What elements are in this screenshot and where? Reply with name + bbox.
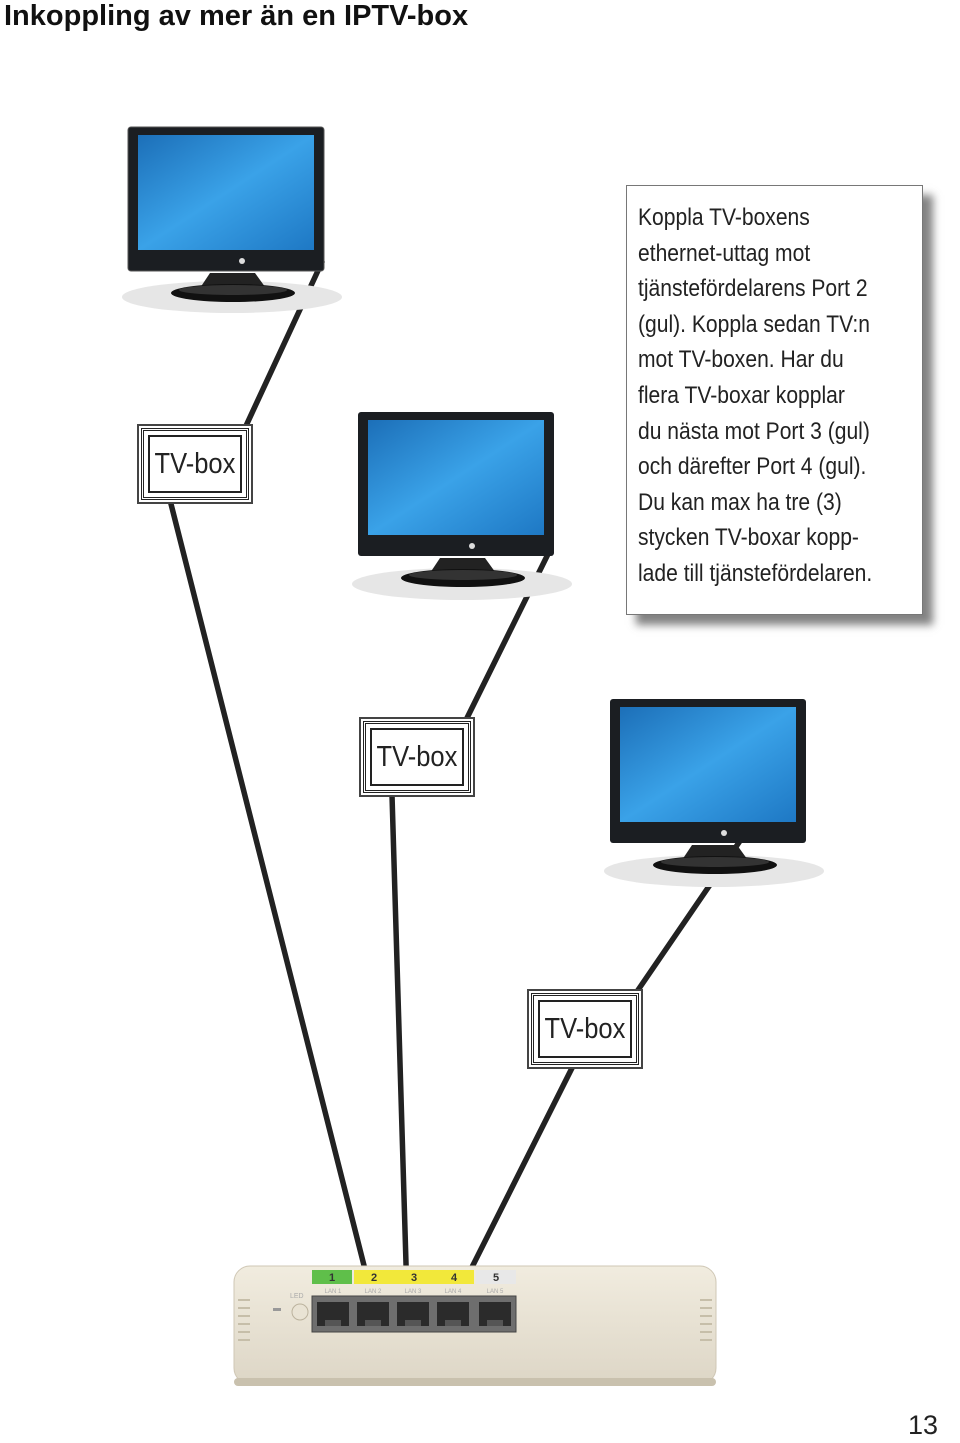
port-number-2: 2 xyxy=(371,1272,377,1284)
port-1-color xyxy=(312,1270,352,1284)
port-4-color xyxy=(434,1270,474,1284)
tv-box-3-frame xyxy=(538,1000,632,1058)
tv-box-1: TV-box xyxy=(141,428,249,500)
cable-box2-to-router xyxy=(389,792,410,1300)
tv-box-2: TV-box xyxy=(363,721,471,793)
page-number: 13 xyxy=(908,1410,939,1440)
port-label-4: LAN 4 xyxy=(445,1289,462,1295)
tv-monitor-1-icon xyxy=(122,126,342,313)
service-distributor-router-icon: 1 2 3 4 5 LAN 1 LAN 2 LAN 3 LAN 4 LAN 5 … xyxy=(233,1265,717,1386)
tv-monitor-2-icon xyxy=(352,412,572,600)
port-label-3: LAN 3 xyxy=(405,1289,422,1295)
port-number-5: 5 xyxy=(493,1272,499,1284)
tv-monitor-3-icon xyxy=(604,699,824,887)
port-label-1: LAN 1 xyxy=(325,1289,342,1295)
cable-box1-to-router xyxy=(167,497,375,1300)
tv-box-1-label: TV-box xyxy=(154,447,236,480)
port-label-5: LAN 5 xyxy=(487,1289,504,1295)
instruction-box: Koppla TV-boxens ethernet-uttag mot tjän… xyxy=(626,185,923,615)
port-number-4: 4 xyxy=(451,1272,458,1284)
port-number-3: 3 xyxy=(411,1272,417,1284)
instruction-text: Koppla TV-boxens ethernet-uttag mot tjän… xyxy=(638,204,873,587)
tv-box-2-frame xyxy=(370,728,464,786)
port-5-color xyxy=(476,1270,516,1284)
port-2-color xyxy=(354,1270,394,1284)
led-label: LED xyxy=(290,1293,304,1300)
page-title: Inkoppling av mer än en IPTV-box xyxy=(4,0,469,32)
tv-box-2-label: TV-box xyxy=(376,740,458,773)
port-number-1: 1 xyxy=(329,1272,335,1284)
port-label-2: LAN 2 xyxy=(365,1289,382,1295)
tv-box-3-label: TV-box xyxy=(544,1012,626,1045)
cable-box3-to-router xyxy=(454,1063,576,1300)
port-3-color xyxy=(394,1270,434,1284)
tv-box-3: TV-box xyxy=(531,993,639,1065)
tv-box-1-frame xyxy=(148,435,242,493)
